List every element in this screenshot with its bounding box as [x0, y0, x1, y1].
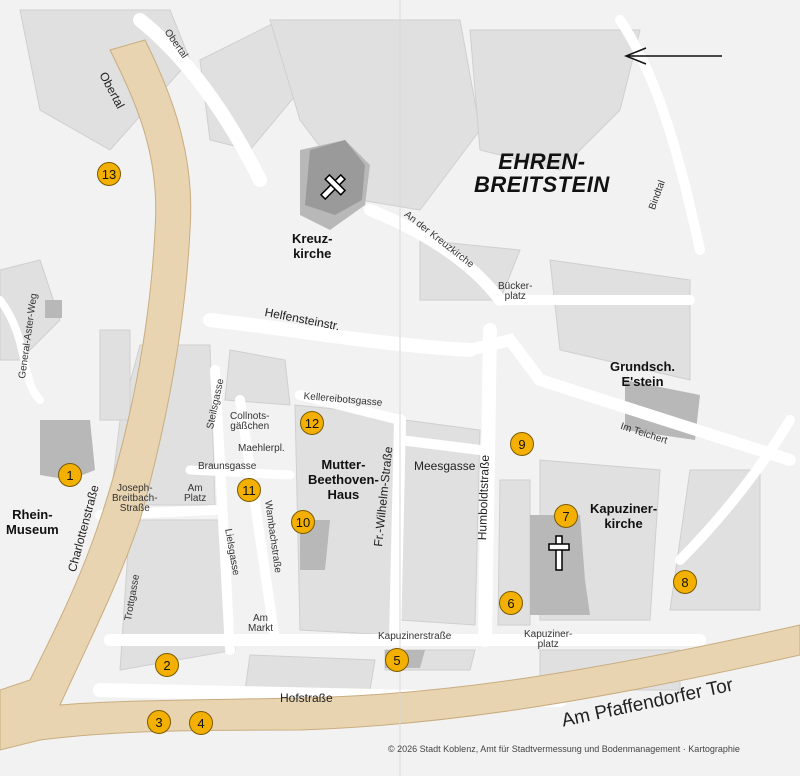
street-label-kapuzinerplatz: Kapuziner- platz	[524, 629, 573, 650]
church-cross-icon	[319, 173, 347, 201]
street-label-kapuzinerstrasse: Kapuzinerstraße	[378, 631, 452, 642]
street-label-joseph-breitbach-strasse: Joseph- Breitbach- Straße	[112, 483, 158, 514]
map-marker-2[interactable]: 2	[155, 653, 179, 677]
street-label-am-markt: Am Markt	[248, 613, 273, 634]
map-marker-7[interactable]: 7	[554, 504, 578, 528]
kreuzkirche-building	[305, 140, 365, 215]
poi-kreuzkirche[interactable]: Kreuz- kirche	[292, 231, 333, 261]
street-label-collnotsgaesschen: Collnots- gäßchen	[230, 411, 270, 432]
street-label-maehlerpl: Maehlerpl.	[238, 443, 285, 454]
main-road-outline	[0, 39, 800, 751]
street-label-humboldtstrasse: Humboldtstraße	[475, 454, 492, 541]
map-marker-12[interactable]: 12	[300, 411, 324, 435]
arrow-left-icon	[623, 47, 722, 65]
map-marker-4[interactable]: 4	[189, 711, 213, 735]
map-marker-10[interactable]: 10	[291, 510, 315, 534]
street-label-bueckerplatz: Bücker- platz	[498, 281, 533, 302]
street-label-am-platz: Am Platz	[184, 483, 207, 504]
poi-grundschule[interactable]: Grundsch. E'stein	[610, 359, 676, 389]
street-label-hofstrasse: Hofstraße	[280, 691, 333, 705]
map-marker-11[interactable]: 11	[237, 478, 261, 502]
map-marker-8[interactable]: 8	[673, 570, 697, 594]
map-marker-5[interactable]: 5	[385, 648, 409, 672]
district-label: EHREN- BREITSTEIN	[474, 149, 610, 198]
poi-mutter-beethoven-haus[interactable]: Mutter- Beethoven- Haus	[308, 457, 379, 502]
map-marker-13[interactable]: 13	[97, 162, 121, 186]
church-cross-icon	[548, 535, 570, 571]
street-label-meesgasse: Meesgasse	[414, 459, 476, 473]
map-marker-3[interactable]: 3	[147, 710, 171, 734]
street-label-braunsgasse: Braunsgasse	[198, 461, 257, 472]
map-marker-9[interactable]: 9	[510, 432, 534, 456]
map-marker-6[interactable]: 6	[499, 591, 523, 615]
streets	[0, 13, 796, 707]
poi-rhein-museum[interactable]: Rhein- Museum	[6, 507, 59, 537]
copyright-text: © 2026 Stadt Koblenz, Amt für Stadtverme…	[388, 744, 740, 754]
map-marker-1[interactable]: 1	[58, 463, 82, 487]
poi-kapuzinerkirche[interactable]: Kapuziner- kirche	[590, 501, 658, 531]
